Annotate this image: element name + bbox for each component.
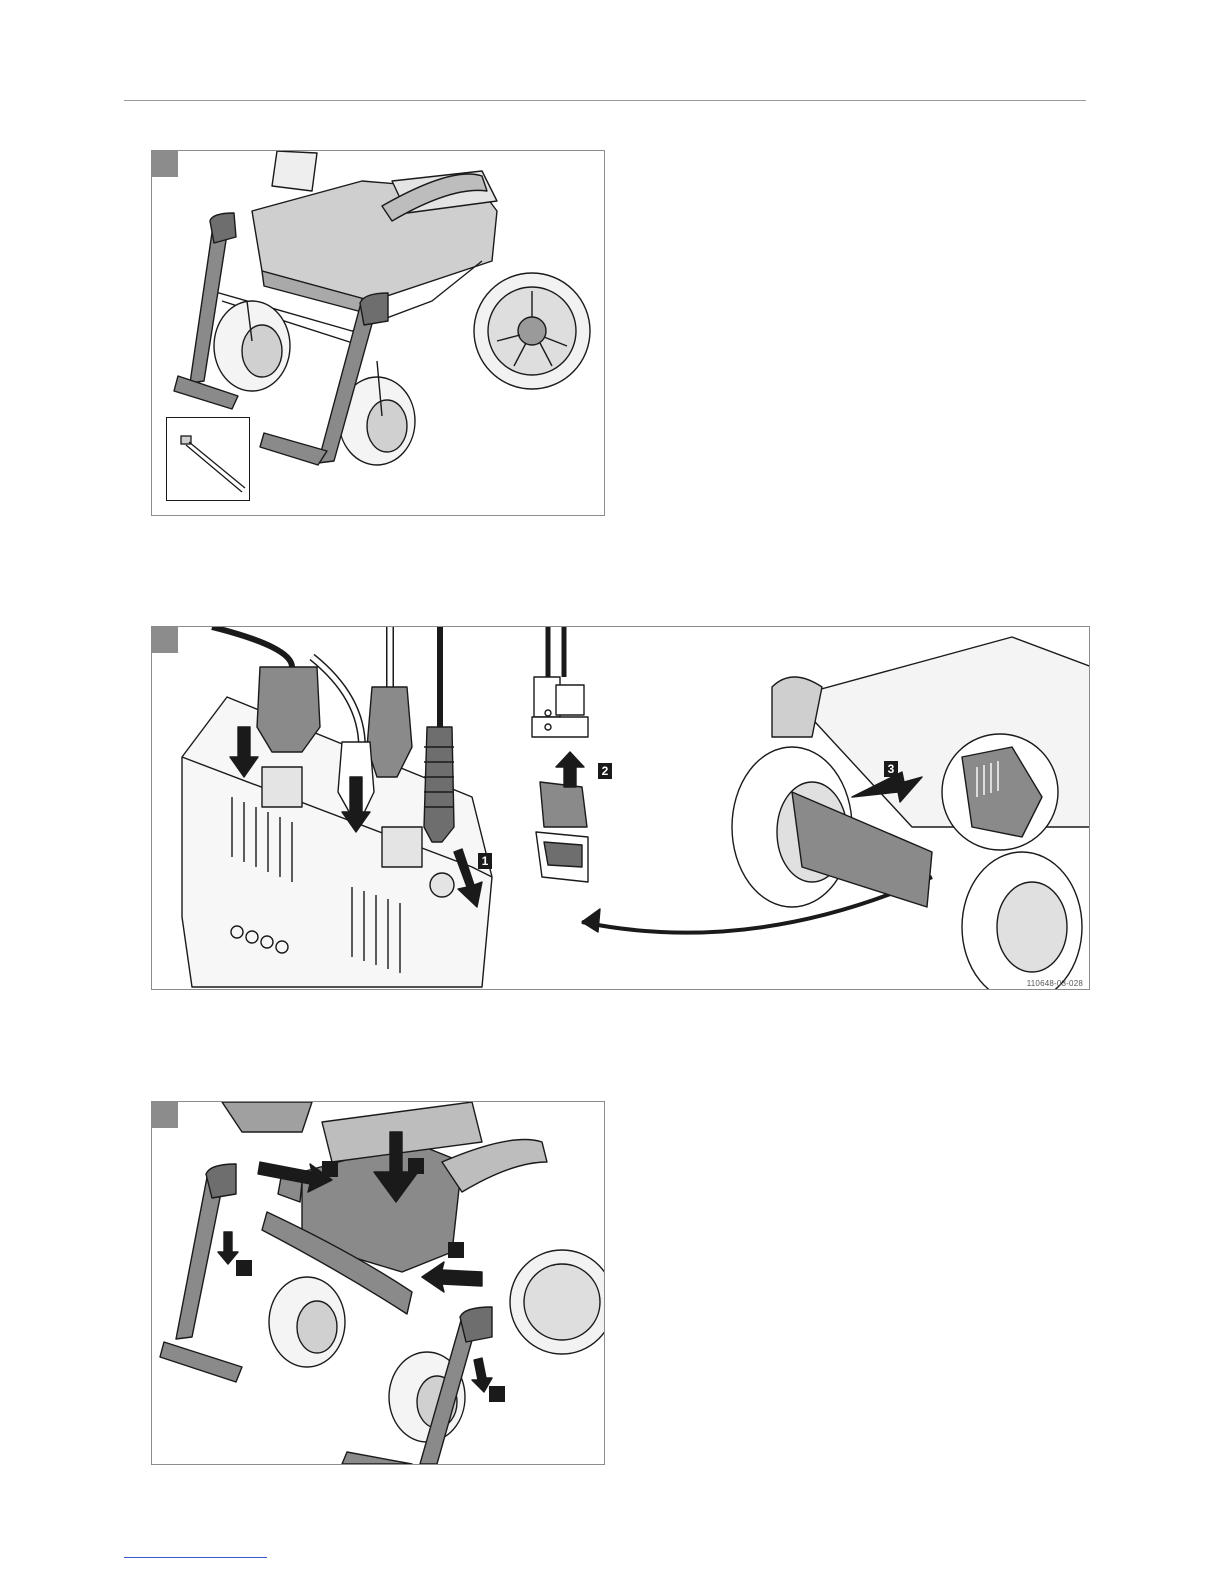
- step-square-d: [236, 1260, 252, 1276]
- step-square-c: [448, 1242, 464, 1258]
- header-rule: [124, 100, 1086, 101]
- step-square-a: [322, 1161, 338, 1177]
- step-badge-3: 3: [884, 761, 898, 777]
- step-badge-1: 1: [478, 853, 492, 869]
- step-badge-2: 2: [598, 763, 612, 779]
- step-square-b: [408, 1158, 424, 1174]
- figure-2-illustration: [152, 627, 1089, 989]
- cable-tie-inset: [166, 417, 250, 501]
- step-square-e: [489, 1386, 505, 1402]
- figure-3-illustration: [152, 1102, 604, 1464]
- figure-3-reassembly: [151, 1101, 605, 1465]
- footer-link-underline[interactable]: [124, 1557, 267, 1558]
- figure-2-connectors: 1 2 3 110648-03-028: [151, 626, 1090, 990]
- figure-1-legrest-removal: [151, 150, 605, 516]
- figure-2-code: 110648-03-028: [1027, 979, 1083, 988]
- cable-tie-icon: [167, 418, 249, 500]
